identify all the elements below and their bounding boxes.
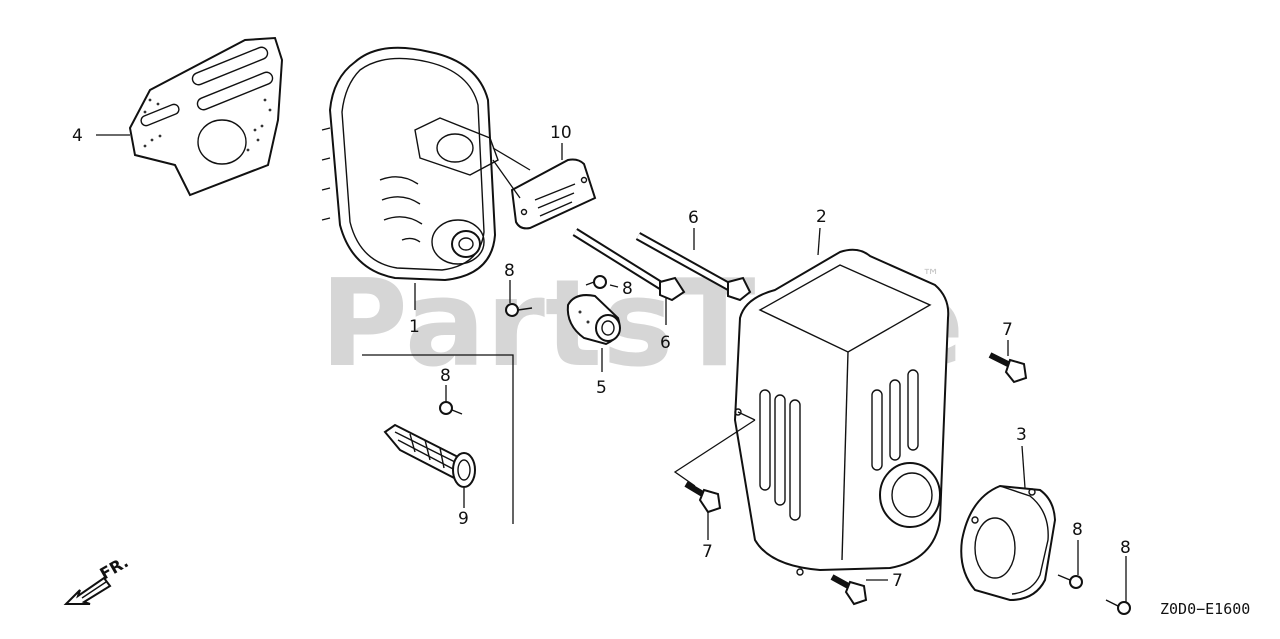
callout-6-upper: 6 <box>688 208 699 228</box>
screw-8-c[interactable] <box>439 401 463 415</box>
part-9-screen[interactable] <box>383 423 476 488</box>
bolt-7-a[interactable] <box>988 352 1028 384</box>
callout-6-lower: 6 <box>660 333 671 353</box>
callout-2: 2 <box>816 207 827 227</box>
part-3-deflector[interactable] <box>960 484 1057 602</box>
callout-5: 5 <box>596 378 607 398</box>
callout-10: 10 <box>550 123 572 143</box>
part-4-heat-shield[interactable] <box>128 36 284 197</box>
part-6-bolt-a[interactable] <box>572 228 686 302</box>
part-2-protector[interactable] <box>733 248 950 576</box>
leader-lines <box>96 134 1127 602</box>
screw-8-a[interactable] <box>505 303 533 317</box>
callout-8-screen: 8 <box>440 366 451 386</box>
screw-8-b[interactable] <box>585 275 607 289</box>
part-6-bolt-b[interactable] <box>635 232 752 302</box>
callout-7-right: 7 <box>1002 320 1013 340</box>
callout-4: 4 <box>72 126 83 146</box>
callout-7-left: 7 <box>702 542 713 562</box>
part-5-fitting[interactable] <box>566 294 621 346</box>
diagram-code: Z0D0−E1600 <box>1160 600 1250 618</box>
callout-8-far-right: 8 <box>1120 538 1131 558</box>
part-10-label[interactable] <box>510 158 597 230</box>
bolt-7-c[interactable] <box>830 574 868 606</box>
callout-3: 3 <box>1016 425 1027 445</box>
callout-9: 9 <box>458 509 469 529</box>
screw-8-d[interactable] <box>1057 574 1083 589</box>
callout-7-bottom: 7 <box>892 571 903 591</box>
callout-8-center: 8 <box>504 261 515 281</box>
bolt-7-b[interactable] <box>684 481 722 514</box>
part-1-muffler[interactable] <box>321 46 499 282</box>
callout-1: 1 <box>409 317 420 337</box>
front-direction-arrow-icon <box>63 576 112 605</box>
screw-8-e[interactable] <box>1105 599 1131 615</box>
callout-8-deflector: 8 <box>1072 520 1083 540</box>
callout-8-fitting: 8 <box>622 279 633 299</box>
